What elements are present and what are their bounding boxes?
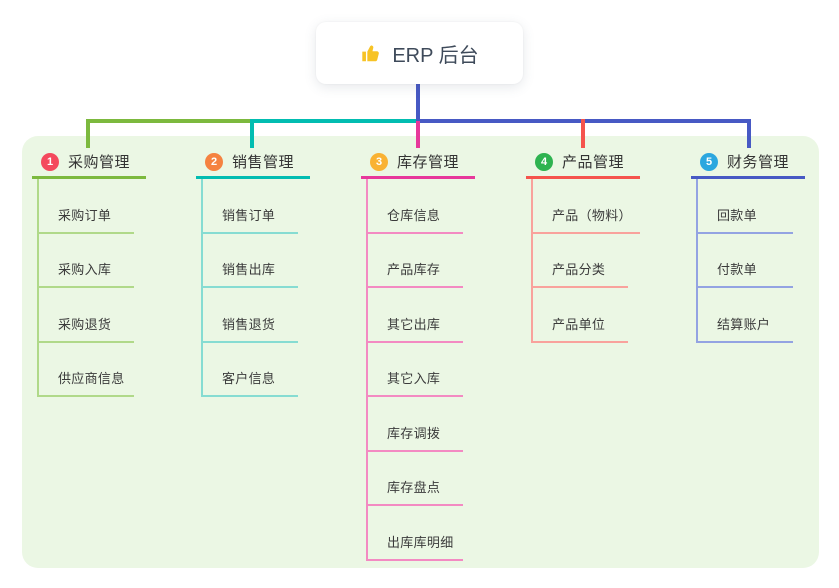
child-node[interactable]: 结算账户 <box>698 288 793 343</box>
branch-children: 产品（物料） 产品分类 产品单位 <box>531 179 640 343</box>
root-label: ERP 后台 <box>392 44 479 67</box>
child-node[interactable]: 产品库存 <box>368 234 463 288</box>
badge-4: 4 <box>535 152 553 171</box>
root-node[interactable]: ERP 后台 <box>316 22 523 84</box>
connector-bus-green <box>86 119 250 123</box>
child-node[interactable]: 客户信息 <box>203 343 298 397</box>
connector-drop-2 <box>250 119 254 148</box>
branch-header-finance[interactable]: 5 财务管理 <box>691 147 805 179</box>
thumbs-up-icon <box>360 42 382 64</box>
child-node[interactable]: 回款单 <box>698 179 793 234</box>
branch-children: 销售订单 销售出库 销售退货 客户信息 <box>201 179 298 397</box>
connector-drop-4 <box>581 119 585 148</box>
branch-product: 4 产品管理 产品（物料） 产品分类 产品单位 <box>526 147 640 343</box>
child-node[interactable]: 产品分类 <box>533 234 628 288</box>
branch-header-product[interactable]: 4 产品管理 <box>526 147 640 179</box>
child-node[interactable]: 采购退货 <box>39 288 134 343</box>
connector-bus-teal <box>250 119 416 123</box>
badge-3: 3 <box>370 152 388 171</box>
badge-2: 2 <box>205 152 223 171</box>
branch-label: 财务管理 <box>727 154 790 171</box>
branch-finance: 5 财务管理 回款单 付款单 结算账户 <box>691 147 805 343</box>
branch-children: 采购订单 采购入库 采购退货 供应商信息 <box>37 179 134 397</box>
child-node[interactable]: 采购入库 <box>39 234 134 288</box>
child-node[interactable]: 仓库信息 <box>368 179 463 234</box>
branch-header-purchase[interactable]: 1 采购管理 <box>32 147 146 179</box>
branch-sales: 2 销售管理 销售订单 销售出库 销售退货 客户信息 <box>196 147 310 397</box>
child-node[interactable]: 销售出库 <box>203 234 298 288</box>
child-node[interactable]: 供应商信息 <box>39 343 134 397</box>
child-node[interactable]: 产品单位 <box>533 288 628 343</box>
child-node[interactable]: 产品（物料） <box>533 179 640 234</box>
child-node[interactable]: 付款单 <box>698 234 793 288</box>
branch-children: 回款单 付款单 结算账户 <box>696 179 793 343</box>
branch-label: 库存管理 <box>397 154 460 171</box>
child-node[interactable]: 其它出库 <box>368 288 463 343</box>
child-node[interactable]: 销售订单 <box>203 179 298 234</box>
child-node[interactable]: 出库库明细 <box>368 506 463 561</box>
branch-children: 仓库信息 产品库存 其它出库 其它入库 库存调拨 库存盘点 出库库明细 <box>366 179 463 561</box>
connector-drop-5 <box>747 119 751 148</box>
child-node[interactable]: 库存盘点 <box>368 452 463 506</box>
connector-drop-3 <box>416 121 420 148</box>
branch-purchase: 1 采购管理 采购订单 采购入库 采购退货 供应商信息 <box>32 147 146 397</box>
branch-label: 销售管理 <box>232 154 295 171</box>
badge-5: 5 <box>700 152 718 171</box>
badge-1: 1 <box>41 152 59 171</box>
branch-label: 采购管理 <box>68 154 131 171</box>
child-node[interactable]: 其它入库 <box>368 343 463 397</box>
mindmap-panel <box>22 136 819 568</box>
child-node[interactable]: 销售退货 <box>203 288 298 343</box>
connector-drop-1 <box>86 119 90 148</box>
branch-header-sales[interactable]: 2 销售管理 <box>196 147 310 179</box>
connector-root-drop <box>416 83 420 123</box>
branch-header-inventory[interactable]: 3 库存管理 <box>361 147 475 179</box>
child-node[interactable]: 采购订单 <box>39 179 134 234</box>
branch-label: 产品管理 <box>562 154 625 171</box>
branch-inventory: 3 库存管理 仓库信息 产品库存 其它出库 其它入库 库存调拨 库存盘点 出库库… <box>361 147 475 561</box>
child-node[interactable]: 库存调拨 <box>368 397 463 452</box>
